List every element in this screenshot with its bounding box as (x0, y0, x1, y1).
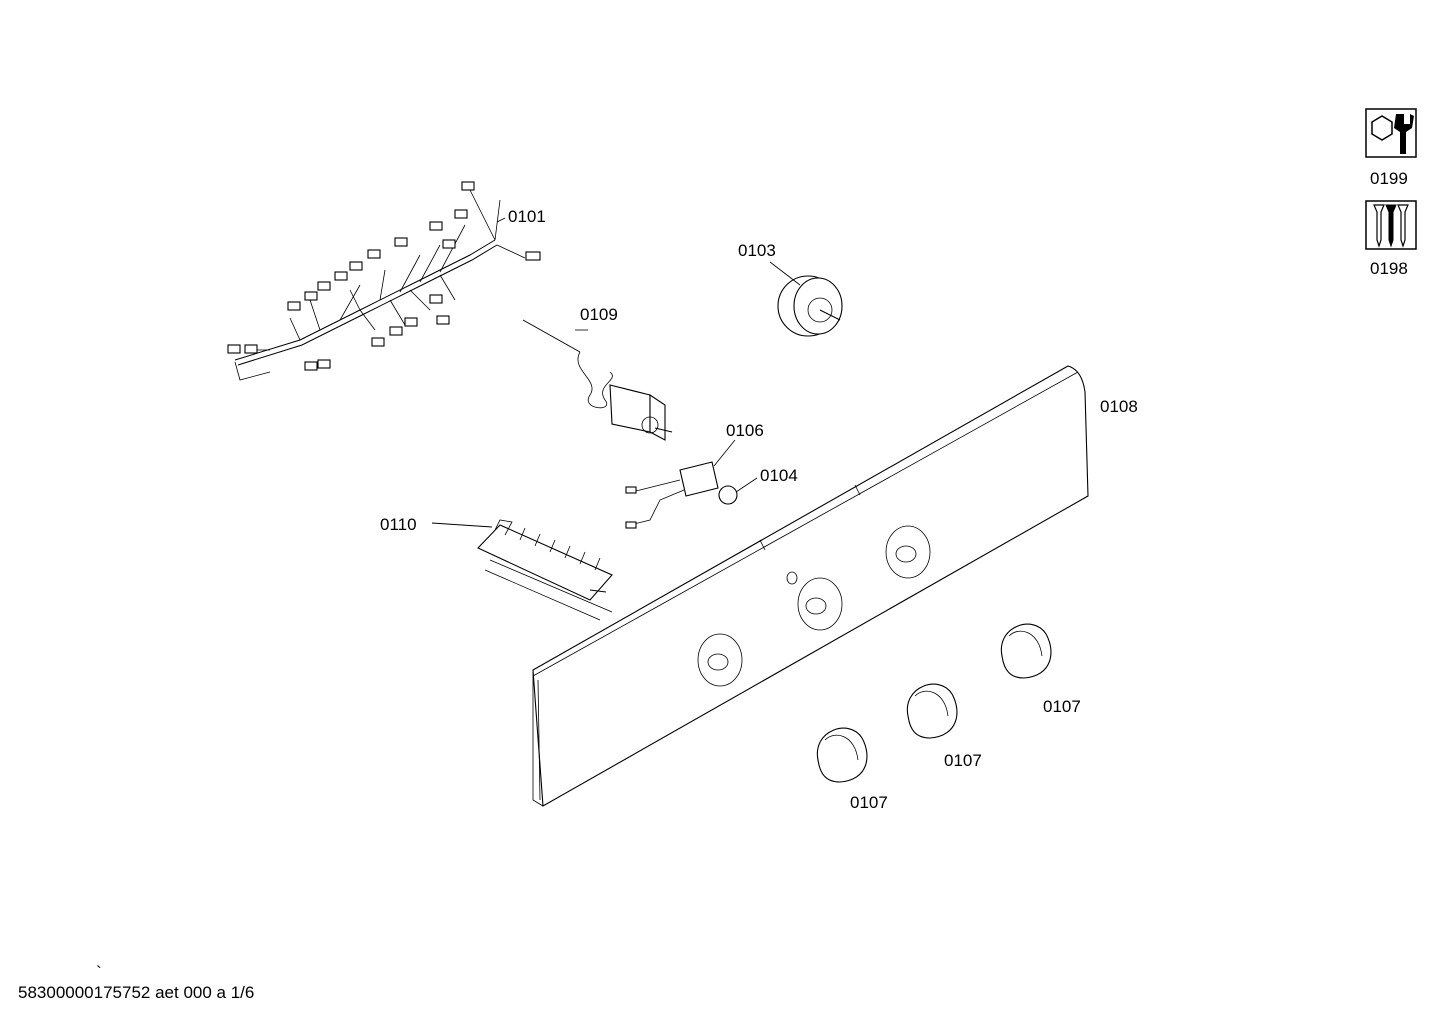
leader-line-0106 (713, 439, 736, 467)
part-label-0107-b[interactable]: 0107 (944, 751, 982, 770)
part-label-0103[interactable]: 0103 (738, 241, 776, 260)
control-panel-fascia[interactable] (532, 365, 1089, 807)
control-knob-1[interactable] (816, 727, 868, 783)
part-label-0109[interactable]: 0109 (580, 305, 618, 324)
part-label-0198[interactable]: 0198 (1370, 259, 1408, 278)
wrench-nut-icon[interactable] (1365, 108, 1417, 158)
screws-icon[interactable] (1365, 200, 1417, 250)
part-label-0101[interactable]: 0101 (508, 207, 546, 226)
wiring-harness[interactable] (227, 181, 541, 381)
document-id: 58300000175752 aet 000 a 1/6 (18, 983, 254, 1002)
leader-line-0110 (431, 522, 493, 528)
control-knob-3[interactable] (1000, 623, 1052, 679)
leader-line-0103 (769, 261, 801, 286)
leader-line-0104 (735, 477, 758, 493)
part-label-0199[interactable]: 0199 (1370, 169, 1408, 188)
switch-part[interactable] (625, 461, 738, 529)
part-label-0104[interactable]: 0104 (760, 466, 798, 485)
part-label-0106[interactable]: 0106 (726, 421, 764, 440)
part-label-0108[interactable]: 0108 (1100, 397, 1138, 416)
part-label-0110[interactable]: 0110 (380, 515, 417, 534)
thermostat-part[interactable] (522, 319, 673, 441)
selector-switch-part[interactable] (477, 519, 613, 621)
part-label-0107-c[interactable]: 0107 (1043, 697, 1081, 716)
part-label-0107-a[interactable]: 0107 (850, 793, 888, 812)
leader-line-0101 (496, 217, 506, 223)
control-knob-2[interactable] (906, 683, 958, 739)
footer-tick: ` (96, 963, 102, 982)
round-timer-part[interactable] (777, 275, 843, 337)
